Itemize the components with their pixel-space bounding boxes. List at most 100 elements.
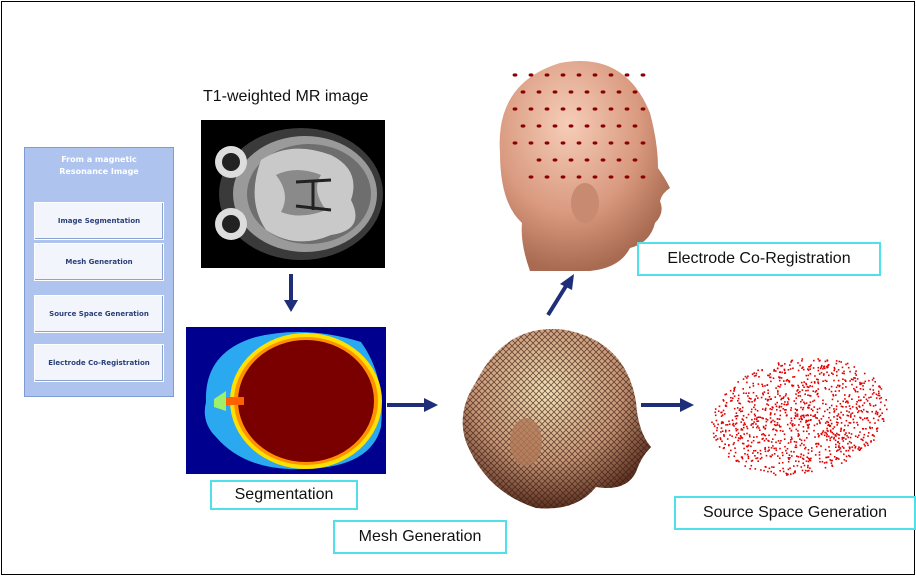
source-dot (825, 467, 827, 469)
segmentation-image (186, 327, 386, 474)
source-dot (770, 456, 772, 458)
electrode-co-registration-label: Electrode Co-Registration (637, 242, 881, 276)
electrode-dot (641, 73, 646, 76)
source-dot (839, 386, 841, 388)
source-dot (858, 396, 860, 398)
source-dot (838, 390, 840, 392)
source-dot (756, 373, 758, 375)
source-dot (842, 387, 844, 389)
electrode-dot (585, 124, 590, 127)
source-dot (792, 376, 794, 378)
source-dot (822, 400, 824, 402)
source-dot (790, 473, 792, 475)
source-dot (751, 409, 753, 411)
source-dot (831, 462, 833, 464)
source-dot (820, 368, 822, 370)
panel-title: From a magnetic Resonance Image (25, 154, 173, 178)
electrode-dot (641, 141, 646, 144)
source-dot (813, 390, 815, 392)
source-dot (747, 446, 749, 448)
source-dot (781, 377, 783, 379)
source-dot (720, 437, 722, 439)
source-dot (746, 433, 748, 435)
source-dot (849, 456, 851, 458)
source-dot (799, 418, 801, 420)
electrode-co-registration-button[interactable]: Electrode Co-Registration (34, 344, 164, 382)
source-dot (878, 419, 880, 421)
source-dot (731, 435, 733, 437)
source-dot (741, 456, 743, 458)
source-dot (840, 428, 842, 430)
source-dot (779, 386, 781, 388)
source-dot (753, 385, 755, 387)
electrode-dot (561, 107, 566, 110)
source-dot (754, 414, 756, 416)
source-dot (757, 410, 759, 412)
source-dot (816, 390, 818, 392)
source-dot (733, 423, 735, 425)
source-dot (817, 358, 819, 360)
source-dot (794, 417, 796, 419)
source-dot (859, 431, 861, 433)
source-dot (780, 410, 782, 412)
source-dot (801, 466, 803, 468)
source-dot (768, 449, 770, 451)
source-dot (813, 430, 815, 432)
source-dot (791, 451, 793, 453)
source-dot (758, 376, 760, 378)
source-dot (716, 420, 718, 422)
source-dot (853, 422, 855, 424)
source-dot (842, 401, 844, 403)
source-dot (859, 406, 861, 408)
source-dot (832, 394, 834, 396)
source-dot (826, 421, 828, 423)
source-dot (737, 415, 739, 417)
source-dot (770, 377, 772, 379)
source-dot (782, 462, 784, 464)
source-dot (876, 394, 878, 396)
source-dot (794, 400, 796, 402)
source-dot (788, 461, 790, 463)
source-space-generation-button[interactable]: Source Space Generation (34, 295, 164, 333)
source-dot (760, 453, 762, 455)
source-dot (844, 459, 846, 461)
source-dot (812, 386, 814, 388)
source-dot (834, 426, 836, 428)
source-dot (872, 385, 874, 387)
source-dot (772, 454, 774, 456)
source-dot (826, 432, 828, 434)
source-dot (848, 437, 850, 439)
source-dot (867, 411, 869, 413)
source-dot (735, 437, 737, 439)
source-dot (810, 401, 812, 403)
mesh-generation-button[interactable]: Mesh Generation (34, 243, 164, 281)
source-dot (737, 429, 739, 431)
source-dot (765, 409, 767, 411)
source-dot (859, 449, 861, 451)
source-dot (779, 462, 781, 464)
source-dot (790, 409, 792, 411)
electrode-dot (545, 73, 550, 76)
source-dot (762, 393, 764, 395)
source-dot (838, 458, 840, 460)
source-dot (860, 400, 862, 402)
source-dot (767, 392, 769, 394)
electrode-dot (545, 141, 550, 144)
source-dot (767, 400, 769, 402)
source-dot (851, 378, 853, 380)
source-dot (804, 448, 806, 450)
source-dot (873, 389, 875, 391)
source-dot (797, 362, 799, 364)
source-dot (748, 445, 750, 447)
source-dot (831, 460, 833, 462)
source-dot (802, 409, 804, 411)
source-dot (784, 446, 786, 448)
source-dot (796, 441, 798, 443)
source-dot (848, 411, 850, 413)
source-dot (764, 448, 766, 450)
source-dot (761, 384, 763, 386)
source-dot (809, 467, 811, 469)
electrode-dot (617, 158, 622, 161)
image-segmentation-button[interactable]: Image Segmentation (34, 202, 164, 240)
source-dot (844, 434, 846, 436)
